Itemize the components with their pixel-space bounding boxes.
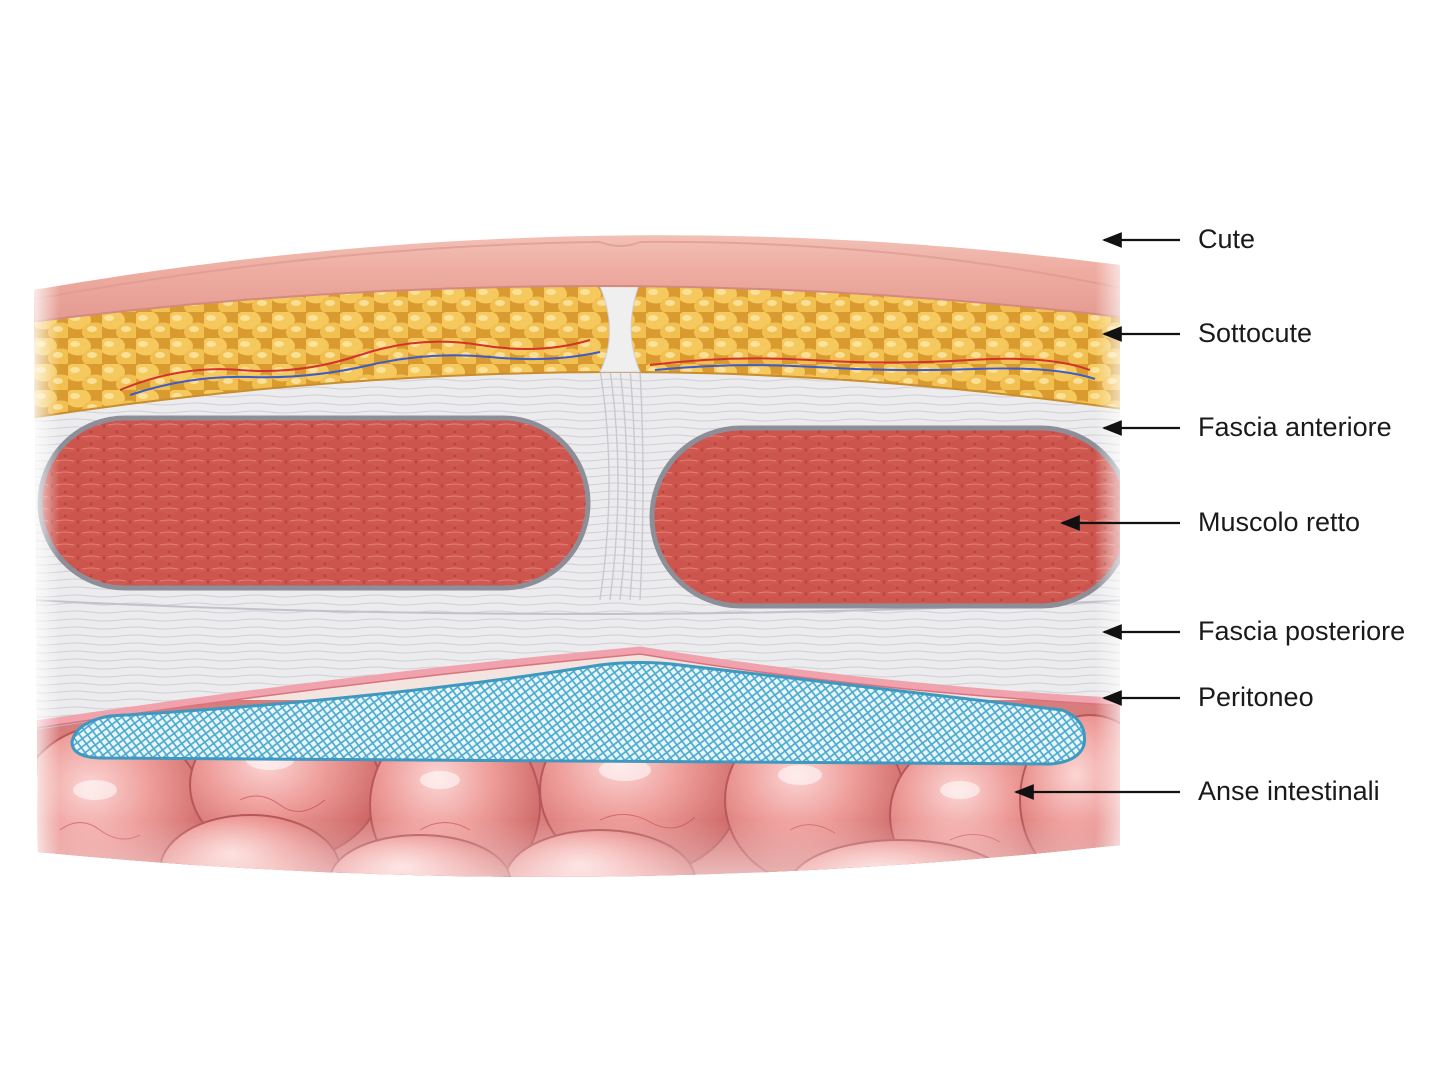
illustration	[34, 235, 1120, 877]
rectus-muscles	[37, 415, 1120, 609]
label-muscolo-retto: Muscolo retto	[1060, 507, 1360, 537]
label-fascia-posteriore: Fascia posteriore	[1102, 616, 1405, 646]
label-text-fascia-anteriore: Fascia anteriore	[1198, 412, 1392, 442]
rectus-muscle-left	[37, 415, 591, 591]
label-text-muscolo-retto: Muscolo retto	[1198, 507, 1360, 537]
subcutaneous-vessels	[119, 339, 1096, 396]
label-text-sottocute: Sottocute	[1198, 318, 1312, 348]
label-text-peritoneo: Peritoneo	[1198, 682, 1314, 712]
label-text-fascia-posteriore: Fascia posteriore	[1198, 616, 1405, 646]
label-peritoneo: Peritoneo	[1102, 682, 1314, 712]
label-anse-intestinali: Anse intestinali	[1014, 776, 1380, 806]
peritoneum-line	[34, 646, 1120, 729]
label-cute: Cute	[1102, 224, 1255, 254]
label-text-cute: Cute	[1198, 224, 1255, 254]
label-sottocute: Sottocute	[1102, 318, 1312, 348]
surgical-mesh	[70, 661, 1087, 766]
label-fascia-anteriore: Fascia anteriore	[1102, 412, 1392, 442]
label-text-anse-intestinali: Anse intestinali	[1198, 776, 1380, 806]
rectus-muscle-right	[649, 425, 1120, 609]
